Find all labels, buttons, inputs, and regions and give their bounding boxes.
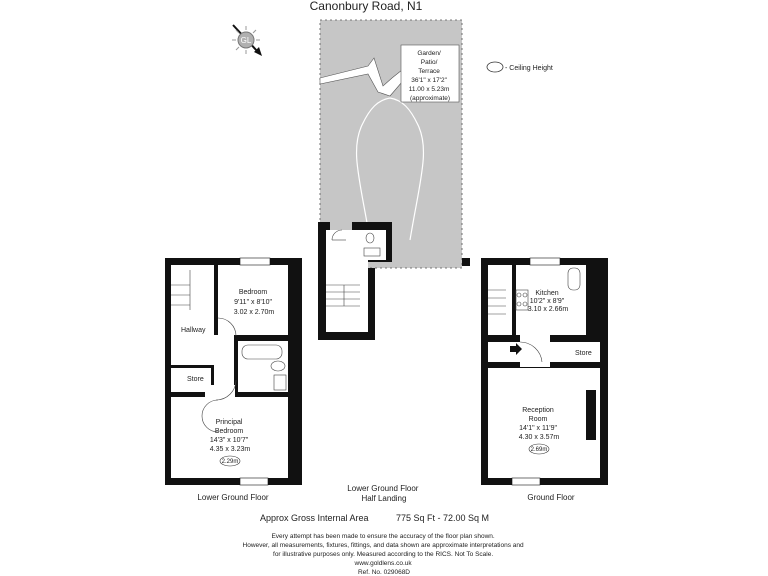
principal-bedroom-label: Principal Bedroom 14'3" x 10'7" 4.35 x 3… <box>210 419 251 453</box>
reception-room-label: Reception Room 14'1" x 11'9" 4.30 x 3.57… <box>519 407 560 441</box>
half-landing-plan <box>318 222 470 340</box>
ceiling-height-badge <box>528 443 550 455</box>
area-label: Approx Gross Internal Area <box>260 513 369 523</box>
entrance-arrow-icon <box>510 343 522 355</box>
lower-ground-floor-plan: Hallway Store Bedroom 9'11" x 8'10" 3.02… <box>165 257 302 486</box>
ceiling-height-legend: - Ceiling Height <box>486 61 553 73</box>
disclaimer: Every attempt has been made to ensure th… <box>243 533 526 576</box>
compass-north-arrow-icon: GL <box>232 24 262 56</box>
ceiling-height-icon <box>486 61 504 73</box>
ceiling-height-value: 2.29m <box>222 459 239 465</box>
kitchen-label: Kitchen 10'2" x 8'9" 3.10 x 2.66m <box>528 290 569 313</box>
hallway-label: Hallway <box>181 327 206 334</box>
ceiling-height-badge <box>219 455 241 467</box>
store-label-ground: Store <box>575 350 592 357</box>
legend-label: - Ceiling Height <box>505 65 553 72</box>
floor-label-half-landing: Lower Ground Floor Half Landing <box>347 484 420 503</box>
ceiling-height-value: 2.69m <box>531 447 548 453</box>
floor-label-lower-ground: Lower Ground Floor <box>197 493 268 502</box>
ground-floor-plan: Kitchen 10'2" x 8'9" 3.10 x 2.66m Store … <box>481 257 608 486</box>
logo-text: GL <box>241 36 252 45</box>
store-label-lower: Store <box>187 376 204 383</box>
floor-label-ground: Ground Floor <box>527 493 574 502</box>
bedroom-label: Bedroom 9'11" x 8'10" 3.02 x 2.70m <box>234 289 275 316</box>
property-title: Canonbury Road, N1 <box>310 0 423 13</box>
area-value: 775 Sq Ft - 72.00 Sq M <box>396 513 489 523</box>
garden-label: Garden/ Patio/ Terrace 36'1" x 17'2" 11.… <box>409 50 452 102</box>
